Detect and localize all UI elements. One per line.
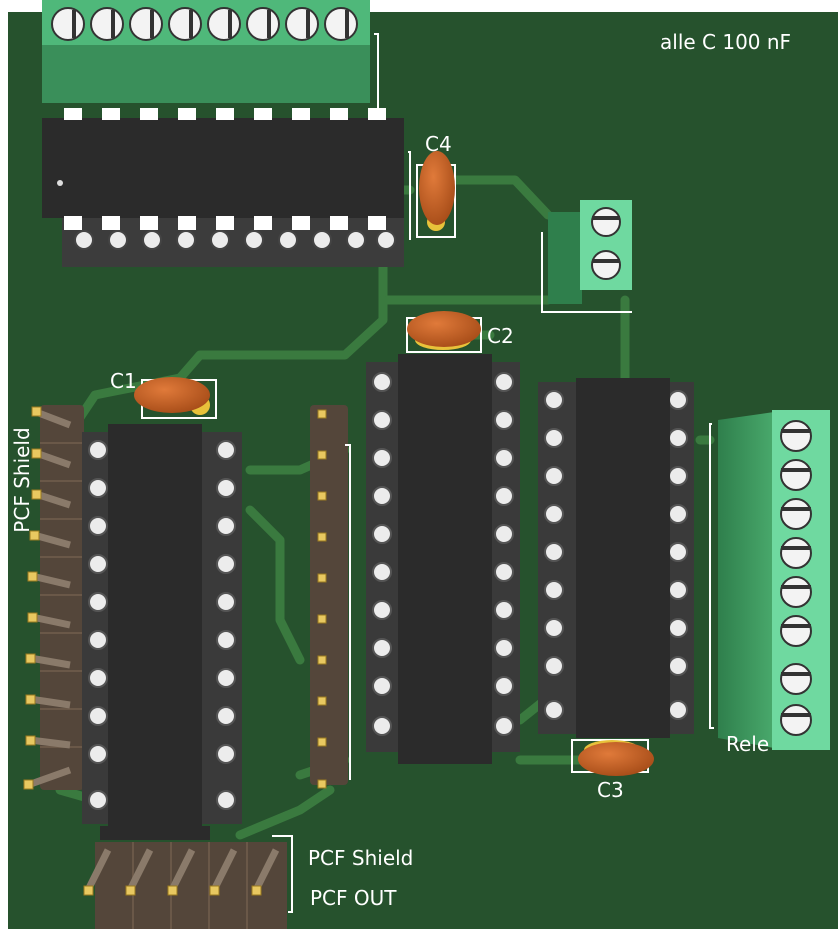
ic-middle: [366, 354, 520, 764]
terminal-block-2pin: [541, 200, 632, 313]
label-c4: C4: [425, 132, 452, 156]
label-c3: C3: [597, 778, 624, 802]
label-c2: C2: [487, 324, 514, 348]
capacitor-c1: [134, 377, 217, 419]
terminal-block-top: [42, 0, 379, 108]
terminal-block-right: [709, 410, 830, 750]
ic-top: [42, 108, 411, 267]
label-pcf-shield-left: PCF Shield: [10, 427, 34, 533]
header-left-angled: [23, 405, 84, 790]
label-pcf-out: PCF OUT: [310, 886, 397, 910]
header-middle-vertical: [310, 405, 351, 789]
label-pcf-shield-bottom: PCF Shield: [308, 846, 414, 870]
ic-right: [538, 378, 694, 738]
capacitor-c2: [406, 311, 482, 353]
header-bottom-angled: [83, 835, 293, 929]
capacitor-c3: [571, 739, 654, 776]
ic-socket-left: [82, 424, 242, 840]
label-rele-partial: Rele: [726, 732, 770, 756]
capacitor-c4: [416, 151, 456, 238]
board-note: alle C 100 nF: [660, 30, 792, 54]
label-c1: C1: [110, 369, 137, 393]
